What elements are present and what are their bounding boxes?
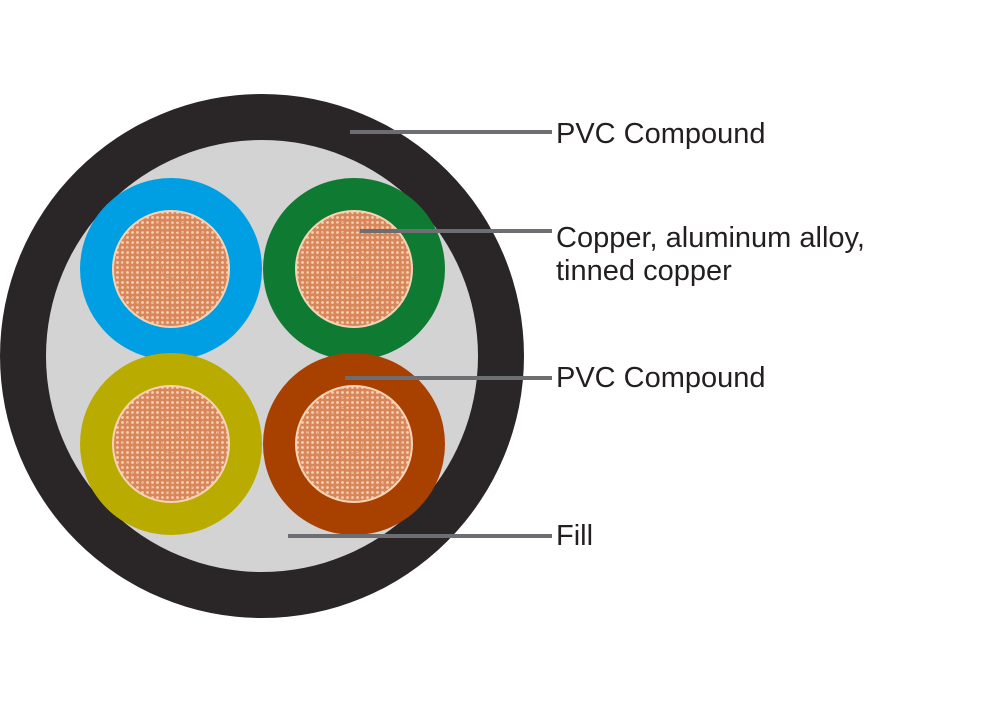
core-brown-strand-ring-1 bbox=[305, 395, 403, 493]
core-blue-conductor-rim bbox=[112, 210, 230, 328]
core-green-strand-ring-4 bbox=[335, 250, 373, 288]
core-yellow-strand-ring-2 bbox=[132, 405, 210, 483]
core-green-conductor bbox=[296, 211, 412, 327]
conductor-label: Copper, aluminum alloy, tinned copper bbox=[556, 222, 865, 288]
core-blue-strand-ring-2 bbox=[132, 230, 210, 308]
core-green-strand-ring-3 bbox=[325, 240, 383, 298]
core-yellow bbox=[80, 353, 262, 535]
core-brown bbox=[263, 353, 445, 535]
core-blue bbox=[80, 178, 262, 360]
core-blue-strand-ring-5 bbox=[161, 259, 181, 279]
core-yellow-conductor bbox=[113, 386, 229, 502]
core-yellow-conductor-rim bbox=[112, 385, 230, 503]
core-brown-strand-ring-4 bbox=[335, 425, 373, 463]
insulation-label: PVC Compound bbox=[556, 362, 766, 394]
core-blue-strand-ring-3 bbox=[142, 240, 200, 298]
fill-label: Fill bbox=[556, 520, 594, 552]
core-yellow-strand-ring-3 bbox=[142, 415, 200, 473]
core-brown-conductor bbox=[296, 386, 412, 502]
conductor-label-line-1: Copper, aluminum alloy, bbox=[556, 222, 865, 254]
core-blue-strand-ring-1 bbox=[122, 220, 220, 318]
core-green-strand-ring-5 bbox=[344, 259, 364, 279]
core-blue-conductor bbox=[113, 211, 229, 327]
core-green-conductor-rim bbox=[295, 210, 413, 328]
core-brown-strand-ring-3 bbox=[325, 415, 383, 473]
conductor-label-line-2: tinned copper bbox=[556, 255, 732, 287]
core-brown-strand-ring-2 bbox=[315, 405, 393, 483]
core-green-strand-ring-1 bbox=[305, 220, 403, 318]
sheath-label: PVC Compound bbox=[556, 118, 766, 150]
core-brown-conductor-rim bbox=[295, 385, 413, 503]
cores-group bbox=[80, 178, 445, 535]
core-yellow-strand-ring-4 bbox=[152, 425, 190, 463]
core-green-strand-ring-2 bbox=[315, 230, 393, 308]
core-blue-strand-ring-4 bbox=[152, 250, 190, 288]
core-brown-strand-ring-5 bbox=[344, 434, 364, 454]
core-yellow-strand-ring-5 bbox=[161, 434, 181, 454]
core-green bbox=[263, 178, 445, 360]
core-yellow-strand-ring-1 bbox=[122, 395, 220, 493]
